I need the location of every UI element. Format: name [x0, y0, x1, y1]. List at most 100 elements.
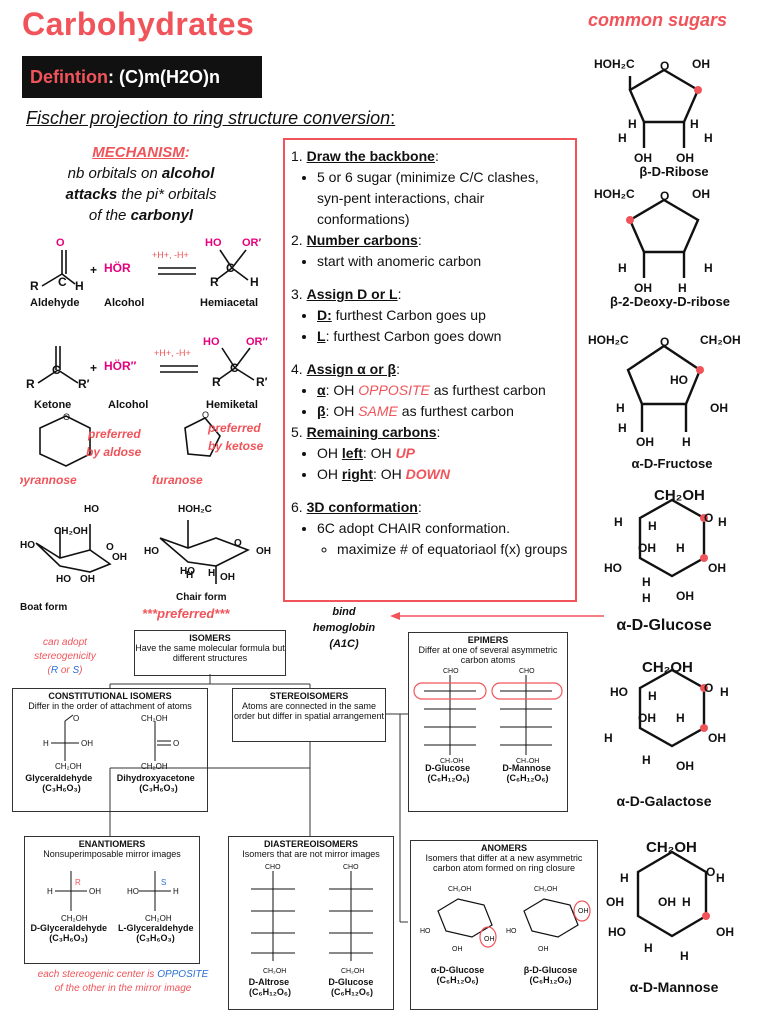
mechanism-carbonyl: carbonyl — [130, 207, 194, 224]
svg-text:O: O — [173, 739, 179, 748]
svg-text:HO: HO — [203, 336, 220, 348]
svg-text:H: H — [618, 421, 627, 435]
step3-title: Assign D or L — [306, 286, 398, 302]
step4-alpha-t1: : OH — [325, 382, 359, 398]
svg-text:OH: OH — [89, 887, 101, 896]
svg-text:OH: OH — [538, 946, 549, 953]
ketone-label: Ketone — [34, 399, 71, 411]
step4-title: Assign α or β — [306, 361, 397, 377]
anomers-title: ANOMERS — [480, 843, 527, 853]
svg-text:HO: HO — [127, 887, 139, 896]
bind-arrow — [390, 612, 604, 620]
svg-text:O: O — [73, 714, 79, 723]
step4-alpha: α: OH OPPOSITE as furthest carbon — [317, 380, 569, 401]
conditions-2: +H+, -H+ — [154, 348, 191, 358]
svg-text:CH₂OH: CH₂OH — [141, 762, 168, 771]
stereo-desc: Atoms are connected in the same order bu… — [234, 701, 384, 721]
svg-text:H: H — [678, 281, 687, 295]
isomer-tree-lines — [109, 674, 408, 923]
stereoisomers-box: STEREOISOMERS Atoms are connected in the… — [232, 688, 386, 742]
glyceraldehyde-formula: (C₃H₆O₃) — [42, 783, 81, 793]
dihydroxyacetone-label: Dihydroxyacetone — [116, 773, 195, 783]
svg-text:OH: OH — [658, 895, 676, 909]
svg-text:OH: OH — [80, 574, 95, 585]
svg-text:OH: OH — [578, 908, 589, 915]
svg-text:R: R — [75, 878, 81, 887]
svg-text:H: H — [642, 575, 651, 589]
pyrannose-label: pyrannose — [20, 473, 77, 487]
alcohol-label: Alcohol — [104, 297, 144, 309]
dha-formula: (C₃H₆O₃) — [139, 783, 178, 793]
anomers-desc: Isomers that differ at a new asymmetric … — [425, 853, 583, 873]
svg-text:O: O — [202, 410, 209, 420]
svg-text:CH₂OH: CH₂OH — [341, 968, 364, 975]
diastereoisomers-box: DIASTEREOISOMERS Isomers that are not mi… — [228, 836, 394, 1010]
mechanism-line3: of the — [88, 207, 127, 224]
opposite-note-2: of the other in the mirror image — [54, 983, 192, 994]
svg-text:CH₂OH: CH₂OH — [54, 526, 88, 537]
svg-text:OH: OH — [708, 561, 726, 575]
svg-text:H: H — [208, 568, 215, 579]
svg-text:O: O — [234, 538, 242, 549]
beta-glucose-label: β-D-Glucose — [523, 965, 578, 975]
boat-form-label: Boat form — [20, 602, 67, 613]
fischer-heading-text: Fischer projection to ring structure con… — [26, 108, 391, 128]
mechanism-line2: the pi* orbitals — [121, 186, 217, 203]
alcohol-label-2: Alcohol — [108, 399, 148, 411]
definition-bar: Defintion: (C)m(H2O)n — [22, 56, 262, 98]
step5-down: DOWN — [405, 466, 450, 482]
step2-bullet: start with anomeric carbon — [317, 251, 569, 272]
mechanism-attacks: attacks — [65, 186, 118, 203]
svg-text:HOH₂C: HOH₂C — [594, 187, 635, 201]
svg-text:OH: OH — [676, 589, 694, 603]
opposite-note-1: each stereogenic center is — [37, 969, 155, 980]
galactose-label: α-D-Galactose — [617, 793, 712, 809]
deoxyribose-label: β-2-Deoxy-D-ribose — [610, 294, 730, 309]
svg-text:OH: OH — [708, 731, 726, 745]
svg-text:H: H — [676, 541, 685, 555]
enant-formula-2: (C₃H₆O₃) — [136, 933, 175, 943]
anomer-formula-1: (C₆H₁₂O₆) — [436, 975, 479, 985]
step5-right-text: : OH — [373, 466, 406, 482]
svg-text:H: H — [644, 941, 653, 955]
svg-text:H: H — [676, 711, 685, 725]
svg-text:OH: OH — [692, 187, 710, 201]
svg-text:OH: OH — [638, 541, 656, 555]
svg-text:O: O — [63, 412, 70, 422]
svg-text:HO: HO — [610, 685, 628, 699]
svg-text:CH₂OH: CH₂OH — [145, 914, 172, 923]
step3-l-text: : furthest Carbon goes down — [325, 328, 502, 344]
mechanism-alcohol: alcohol — [161, 165, 215, 182]
svg-text:HO: HO — [670, 373, 688, 387]
svg-text:H: H — [642, 591, 651, 605]
svg-text:CH₂OH: CH₂OH — [440, 758, 463, 763]
furanose-label: furanose — [152, 473, 203, 487]
svg-text:C: C — [58, 275, 67, 289]
glucose-label: α-D-Glucose — [616, 617, 711, 634]
isomers-title: ISOMERS — [189, 633, 231, 643]
svg-text:R: R — [30, 279, 39, 293]
svg-text:CH₂OH: CH₂OH — [642, 659, 693, 676]
aldehyde-o: O — [56, 237, 65, 249]
alpha-glucose-label: α-D-Glucose — [430, 965, 485, 975]
svg-text:H: H — [704, 131, 713, 145]
svg-text:CH₂OH: CH₂OH — [646, 839, 697, 856]
svg-text:CH₂OH: CH₂OH — [141, 714, 168, 723]
definition-formula: (C)m(H2O)n — [119, 67, 220, 87]
step1-title: Draw the backbone — [306, 148, 435, 164]
svg-text:H: H — [47, 887, 53, 896]
conditions-1: +H+, -H+ — [152, 250, 189, 260]
opposite-word: OPPOSITE — [157, 969, 209, 980]
svg-text:H: H — [718, 515, 727, 529]
svg-text:HOH₂C: HOH₂C — [588, 333, 629, 347]
svg-text:HO: HO — [144, 546, 159, 557]
step4-beta-label: β — [317, 403, 326, 419]
step4-alpha-label: α — [317, 382, 326, 398]
svg-text:OH: OH — [606, 895, 624, 909]
svg-text:OH: OH — [710, 401, 728, 415]
step4-beta-t2: as furthest carbon — [397, 403, 514, 419]
d-glyceraldehyde-label: D-Glyceraldehyde — [30, 923, 108, 933]
